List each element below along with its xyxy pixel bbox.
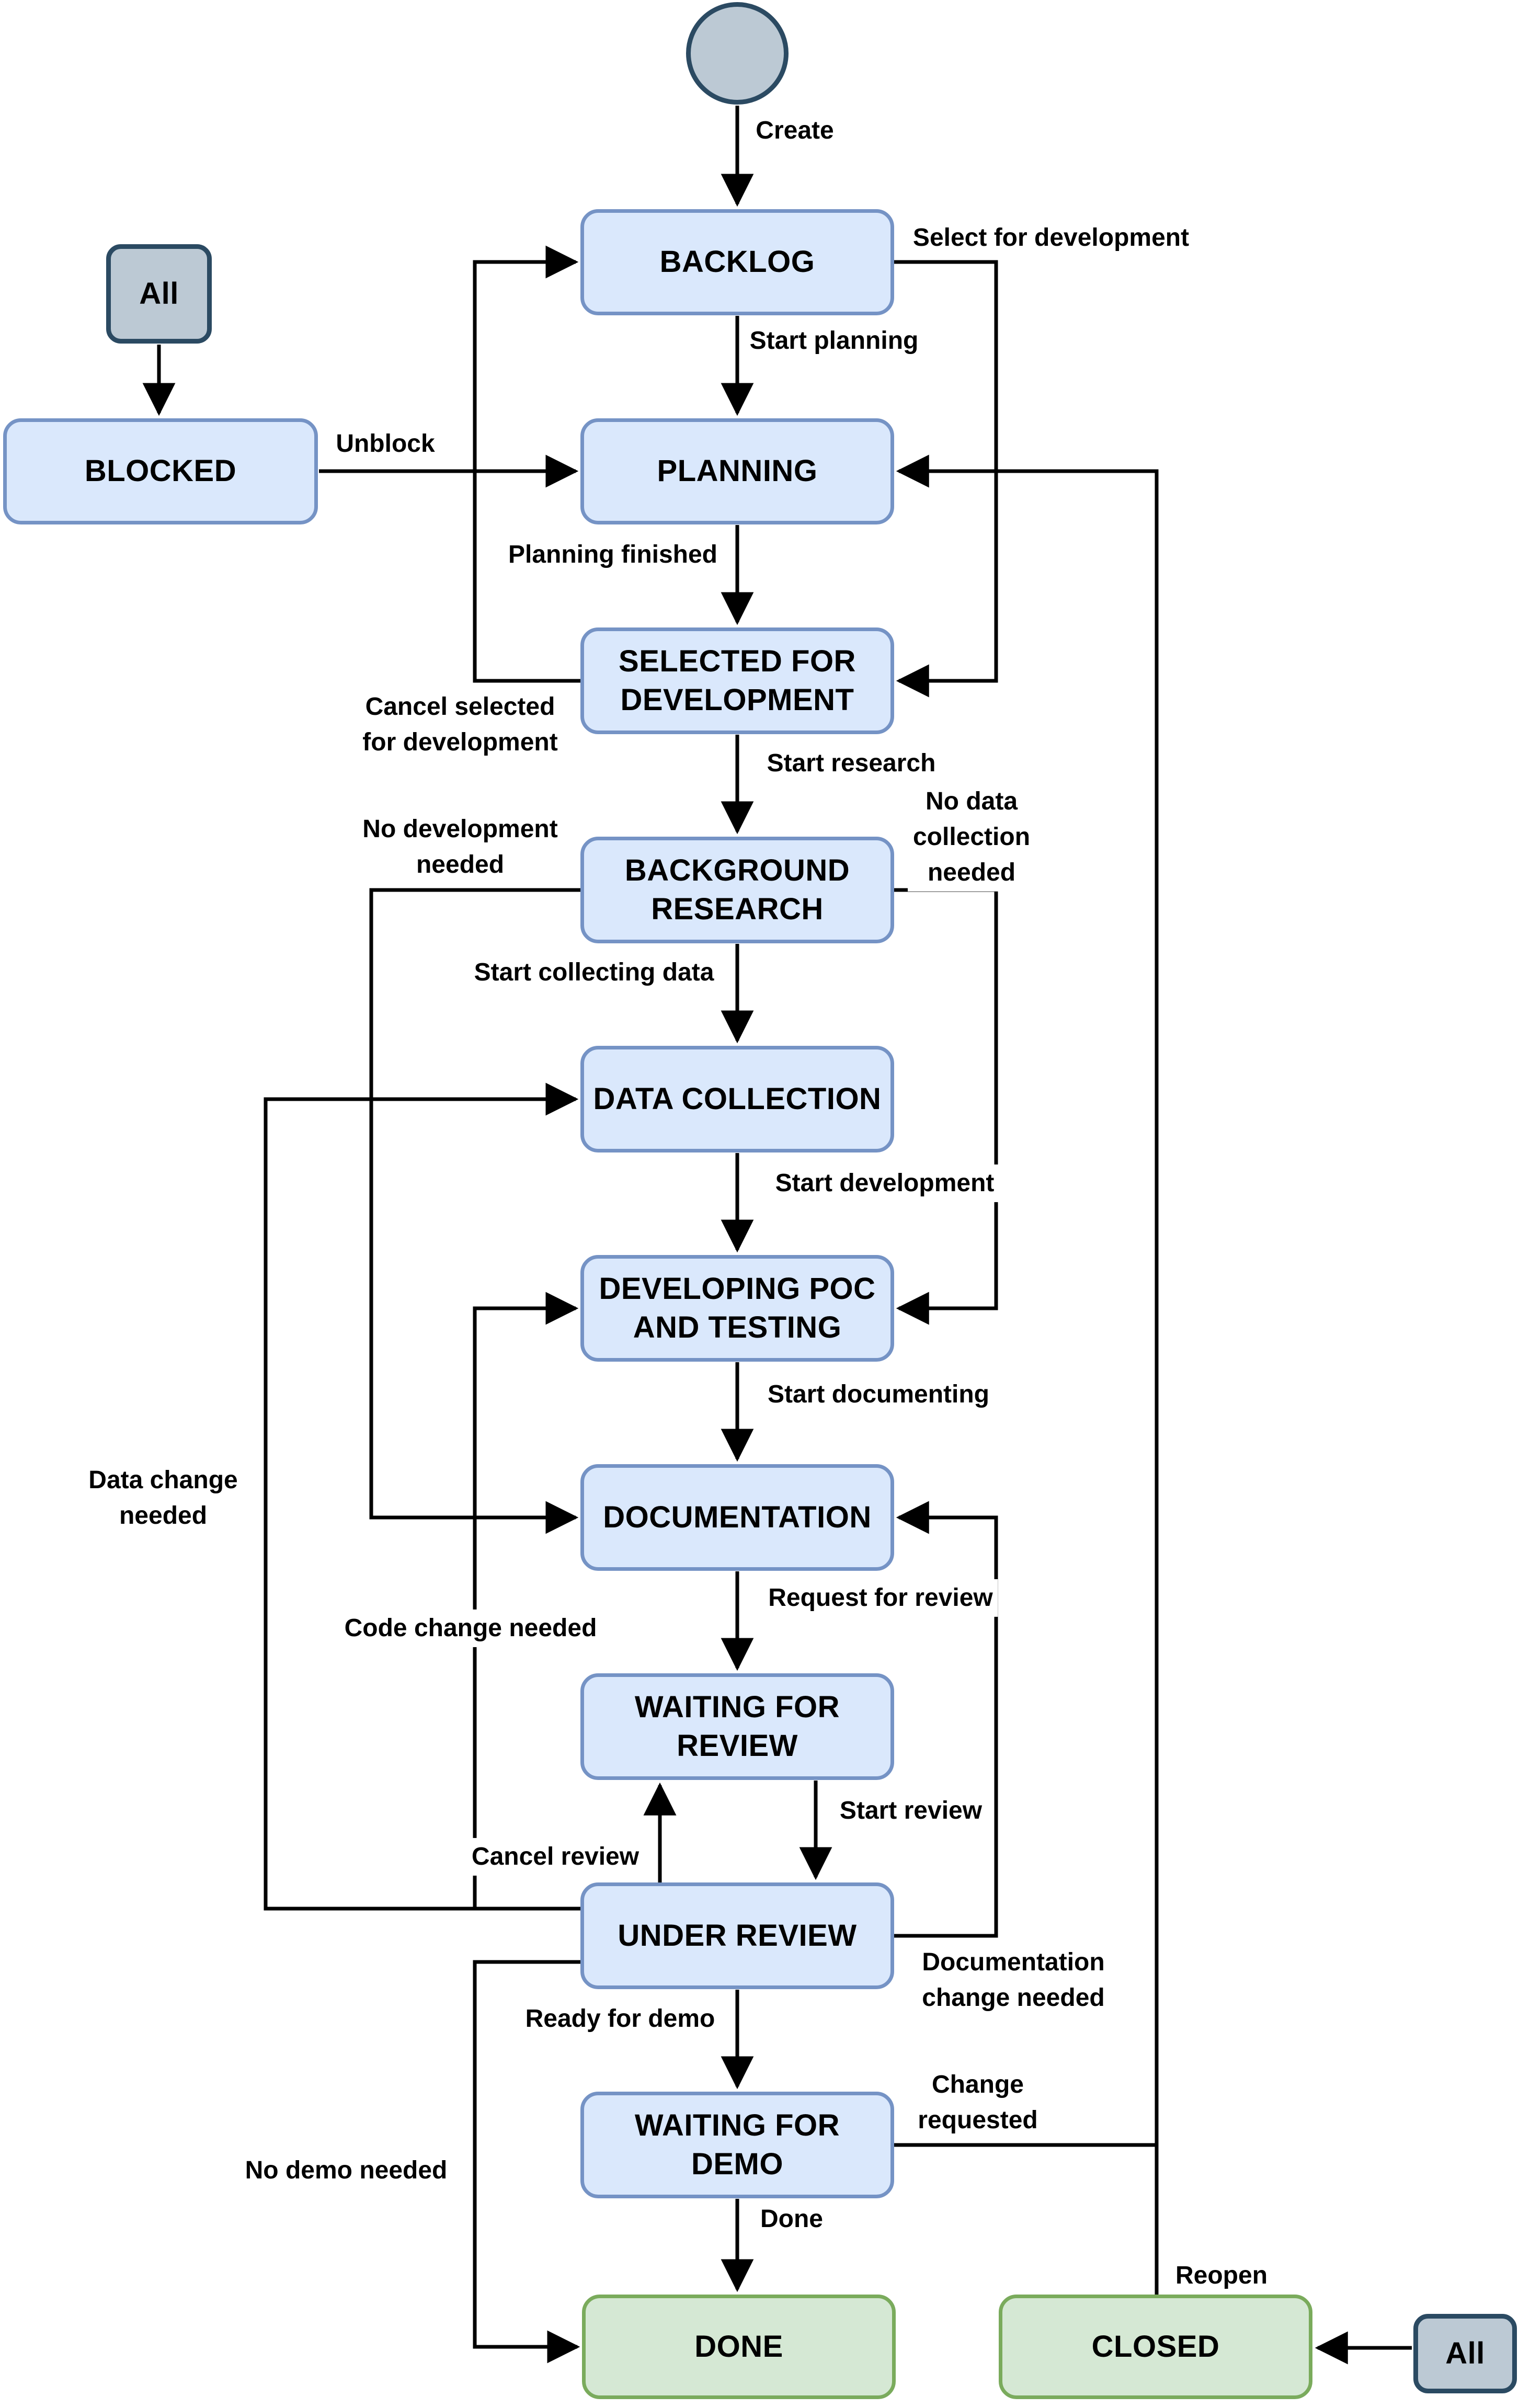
state-blocked[interactable]: BLOCKED bbox=[3, 418, 318, 524]
label-cancel-review: Cancel review bbox=[466, 1838, 645, 1876]
state-background-research[interactable]: BACKGROUND RESEARCH bbox=[580, 837, 894, 943]
state-planning[interactable]: PLANNING bbox=[580, 418, 894, 524]
state-all-bottom[interactable]: All bbox=[1413, 2314, 1517, 2393]
edge-reopen bbox=[896, 454, 1159, 2295]
label-start-planning: Start planning bbox=[744, 322, 924, 360]
label-no-demo-needed: No demo needed bbox=[239, 2151, 453, 2190]
label-start-documenting: Start documenting bbox=[762, 1375, 995, 1414]
label-reopen: Reopen bbox=[1170, 2256, 1273, 2295]
label-create: Create bbox=[750, 111, 839, 150]
label-unblock: Unblock bbox=[330, 425, 440, 463]
state-developing-poc-and-testing[interactable]: DEVELOPING POC AND TESTING bbox=[580, 1255, 894, 1362]
label-done: Done bbox=[755, 2200, 828, 2239]
label-planning-finished: Planning finished bbox=[502, 535, 723, 574]
label-cancel-selected: Cancel selected for development bbox=[357, 688, 563, 762]
edge-cancel-selected bbox=[473, 245, 580, 683]
label-code-change-needed: Code change needed bbox=[339, 1609, 602, 1648]
state-waiting-for-demo[interactable]: WAITING FOR DEMO bbox=[580, 2092, 894, 2198]
state-closed[interactable]: CLOSED bbox=[999, 2295, 1312, 2399]
state-backlog[interactable]: BACKLOG bbox=[580, 209, 894, 315]
start-state-circle[interactable] bbox=[686, 2, 789, 105]
label-ready-for-demo: Ready for demo bbox=[520, 2000, 721, 2038]
edge-no-data-collection-needed bbox=[894, 888, 998, 1325]
edge-no-demo-needed bbox=[473, 1960, 580, 2364]
label-documentation-change-needed: Documentation change needed bbox=[917, 1943, 1110, 2017]
label-start-development: Start development bbox=[770, 1164, 1000, 1203]
state-all-top[interactable]: All bbox=[106, 244, 212, 344]
label-request-for-review: Request for review bbox=[763, 1579, 998, 1617]
state-under-review[interactable]: UNDER REVIEW bbox=[580, 1882, 894, 1989]
edge-code-change-needed bbox=[473, 1292, 580, 1911]
label-select-for-development: Select for development bbox=[907, 219, 1195, 257]
label-start-review: Start review bbox=[834, 1791, 988, 1830]
state-done[interactable]: DONE bbox=[582, 2295, 896, 2399]
label-no-data-collection-needed: No data collection needed bbox=[907, 782, 1036, 892]
state-documentation[interactable]: DOCUMENTATION bbox=[580, 1464, 894, 1571]
state-data-collection[interactable]: DATA COLLECTION bbox=[580, 1046, 894, 1152]
label-no-development-needed: No development needed bbox=[357, 810, 563, 884]
edge-data-change-needed bbox=[264, 1082, 580, 1911]
label-change-requested: Change requested bbox=[912, 2065, 1043, 2140]
label-data-change-needed: Data change needed bbox=[83, 1461, 243, 1535]
state-selected-for-development[interactable]: SELECTED FOR DEVELOPMENT bbox=[580, 627, 894, 734]
state-waiting-for-review[interactable]: WAITING FOR REVIEW bbox=[580, 1673, 894, 1780]
label-start-research: Start research bbox=[761, 744, 941, 783]
label-start-collecting-data: Start collecting data bbox=[469, 953, 719, 992]
edge-documentation-change-needed bbox=[894, 1501, 998, 1938]
